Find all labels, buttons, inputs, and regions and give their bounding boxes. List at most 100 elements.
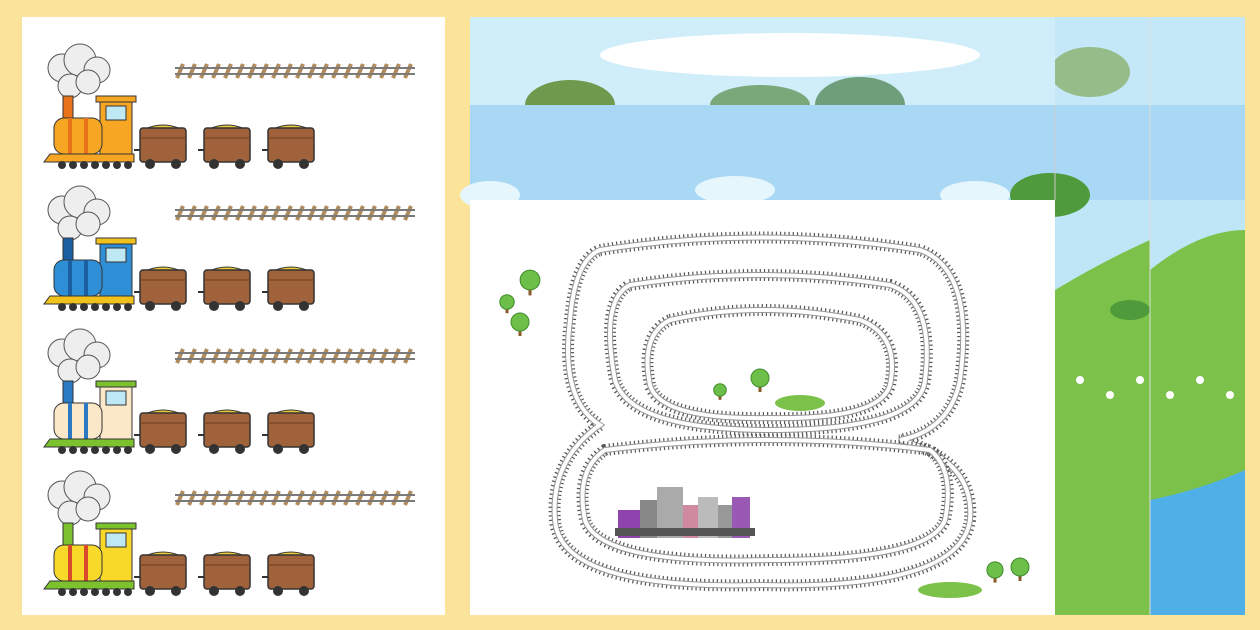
- wheel: [124, 303, 132, 311]
- maze-track: [576, 434, 954, 567]
- river: [1150, 470, 1245, 615]
- wheel: [102, 588, 110, 596]
- wheel: [299, 444, 309, 454]
- boiler-stripe: [68, 118, 72, 154]
- tree: [750, 368, 770, 392]
- track-sleeper: [271, 63, 281, 79]
- flower: [1226, 391, 1234, 399]
- scene-page-top: [470, 17, 1245, 133]
- track-sleeper: [211, 63, 221, 79]
- track-piece: [175, 205, 415, 221]
- track-sleeper: [259, 205, 269, 221]
- track-maze-page: [470, 200, 1055, 615]
- wagon-body: [139, 127, 187, 163]
- cab-roof: [95, 380, 137, 388]
- track-sleeper: [367, 490, 377, 506]
- track-sleeper: [355, 490, 365, 506]
- wagon-body: [267, 269, 315, 305]
- wheel: [235, 159, 245, 169]
- wheel: [209, 159, 219, 169]
- wheel: [69, 161, 77, 169]
- cloud: [600, 33, 980, 77]
- wagon-body: [203, 127, 251, 163]
- boiler: [53, 402, 103, 440]
- tree: [519, 269, 541, 296]
- track-inner: [580, 438, 950, 563]
- track-sleeper: [175, 205, 185, 221]
- track-sleeper: [319, 63, 329, 79]
- track-sleeper: [307, 205, 317, 221]
- track-sleeper: [331, 205, 341, 221]
- flower: [1076, 376, 1084, 384]
- wagon-body: [139, 269, 187, 305]
- boiler: [53, 259, 103, 297]
- engine-base: [43, 153, 135, 163]
- track-sleeper: [283, 205, 293, 221]
- foliage: [713, 383, 727, 397]
- smoke-cloud: [75, 69, 101, 95]
- wheel: [80, 446, 88, 454]
- maze-track: [641, 304, 898, 425]
- wheel: [80, 588, 88, 596]
- wheel: [273, 586, 283, 596]
- chimney: [62, 380, 74, 404]
- track-sleeper: [247, 490, 257, 506]
- coal-wagon: [203, 409, 251, 454]
- track-sleeper: [223, 348, 233, 364]
- smoke-cloud: [75, 496, 101, 522]
- track-sleeper: [319, 205, 329, 221]
- boiler-stripe: [68, 403, 72, 439]
- boiler: [53, 117, 103, 155]
- wheel: [299, 301, 309, 311]
- wheel: [124, 588, 132, 596]
- track-sleeper: [271, 490, 281, 506]
- maze-track: [604, 269, 933, 437]
- track-piece: [175, 490, 415, 506]
- chimney: [62, 237, 74, 261]
- engine: [43, 185, 137, 311]
- grass: [1055, 240, 1150, 615]
- track-sleeper: [355, 63, 365, 79]
- boiler-stripe: [68, 545, 72, 581]
- coal-wagon: [267, 266, 315, 311]
- track-sleeper: [199, 348, 209, 364]
- track-sleeper: [379, 63, 389, 79]
- maze-track: [548, 231, 977, 592]
- track-sleeper: [355, 348, 365, 364]
- train-row: [43, 328, 415, 454]
- track-sleeper: [331, 490, 341, 506]
- coal-wagon: [139, 266, 187, 311]
- wheel: [171, 301, 181, 311]
- track-sleeper: [379, 348, 389, 364]
- track-sleeper: [187, 490, 197, 506]
- bush: [775, 395, 825, 411]
- track-sleeper: [295, 490, 305, 506]
- chimney: [62, 522, 74, 546]
- track-sleeper: [259, 490, 269, 506]
- track-sleeper: [187, 63, 197, 79]
- foliage: [1010, 557, 1030, 577]
- hill: [1050, 47, 1130, 97]
- track-sleeper: [199, 205, 209, 221]
- building: [732, 497, 750, 538]
- track-sleeper: [403, 348, 413, 364]
- track-sleeper: [307, 348, 317, 364]
- track-sleeper: [211, 348, 221, 364]
- track-sleeper: [295, 63, 305, 79]
- track-sleeper: [271, 348, 281, 364]
- wheel: [69, 303, 77, 311]
- boiler-stripe: [84, 403, 88, 439]
- wheel: [124, 446, 132, 454]
- track-sleeper: [187, 348, 197, 364]
- sky: [470, 105, 1245, 200]
- tree: [510, 312, 530, 336]
- track-sleeper: [391, 205, 401, 221]
- track-sleeper: [235, 205, 245, 221]
- wheel: [235, 586, 245, 596]
- track-sleeper: [391, 63, 401, 79]
- cab-window: [105, 247, 127, 263]
- engine-base: [43, 580, 135, 590]
- track-sleeper: [295, 348, 305, 364]
- track-sleeper: [367, 348, 377, 364]
- track-sleeper: [403, 490, 413, 506]
